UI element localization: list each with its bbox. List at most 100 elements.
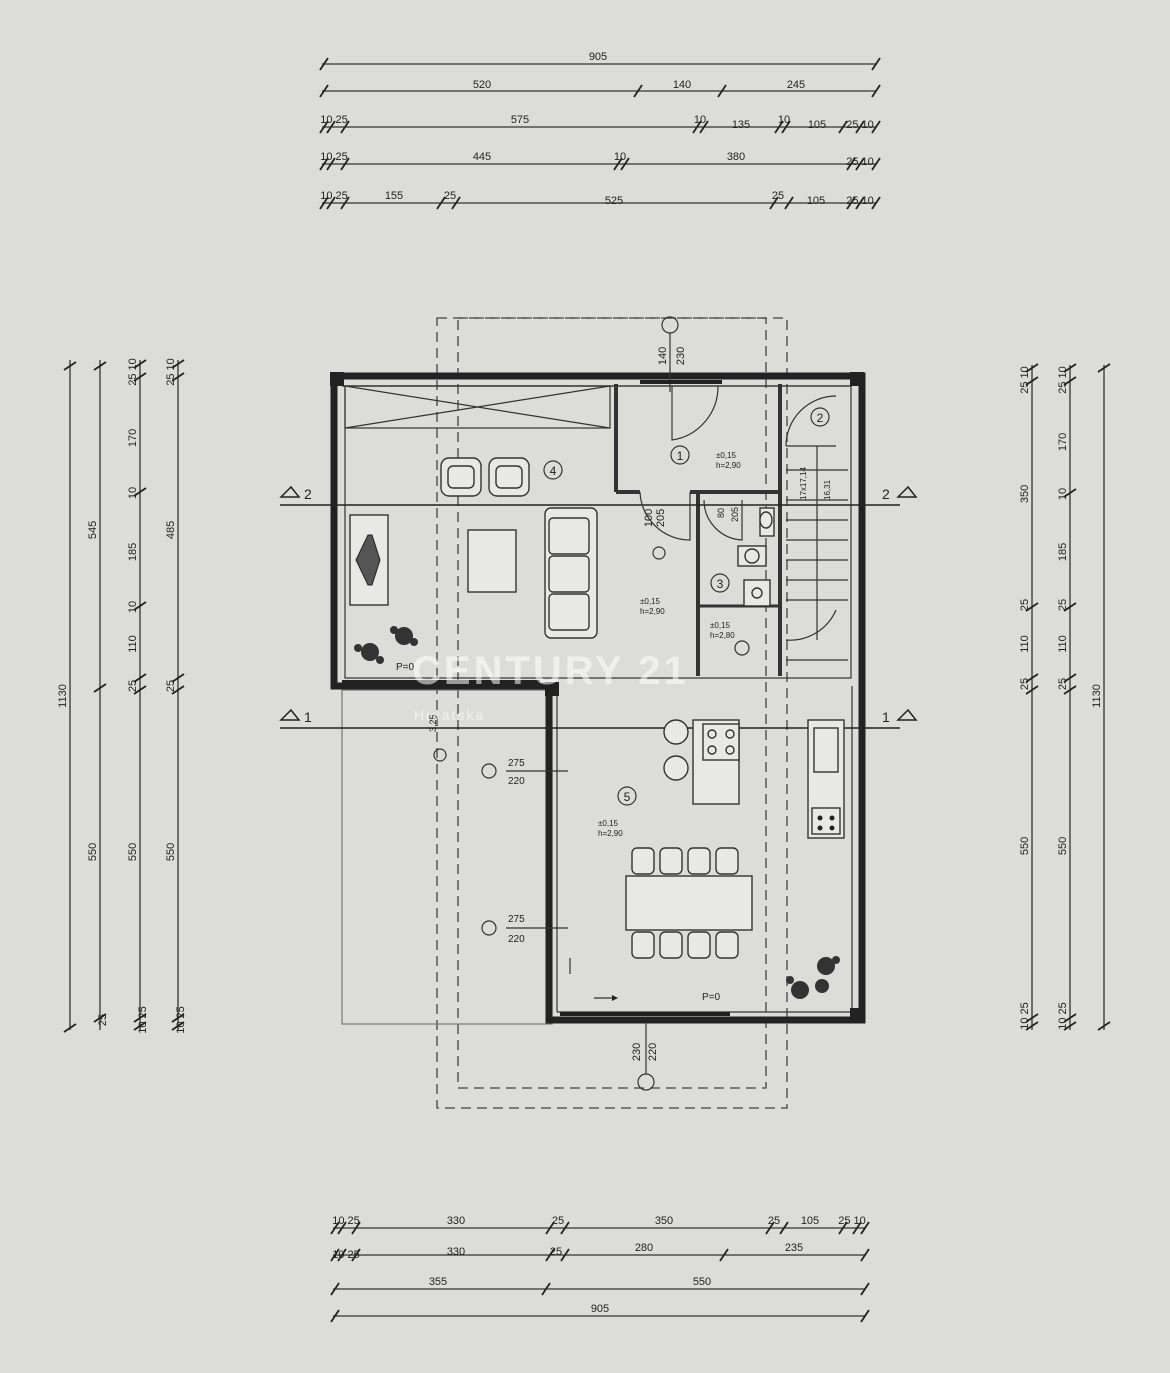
dim-left-3-6: 25 xyxy=(127,680,139,692)
dim-top-4-4: 25 10 xyxy=(846,156,874,168)
dim-left-3-7: 550 xyxy=(127,843,139,861)
dim-left-2-1: 550 xyxy=(87,843,99,861)
dim-bottom-2-0: 10 25 xyxy=(332,1249,360,1261)
dim-bottom-1-3: 350 xyxy=(655,1215,673,1227)
dim-right-2-0: 25 10 xyxy=(1057,366,1069,394)
dim-bottom-3-0: 355 xyxy=(429,1276,447,1288)
dim-right-2-6: 25 xyxy=(1057,678,1069,690)
dim-right-3-0: 1130 xyxy=(1091,684,1103,708)
dim-left-2-0: 545 xyxy=(87,521,99,539)
dim-top-3-6: 25 10 xyxy=(846,119,874,131)
dim-top-3-5: 105 xyxy=(808,119,826,131)
room-5-height: h=2,90 xyxy=(598,829,623,838)
dim-bottom-2-4: 235 xyxy=(785,1242,803,1254)
dim-right-1-6: 10 25 xyxy=(1019,1002,1031,1030)
dim-top-5-5: 105 xyxy=(807,195,825,207)
watermark-sub: Hrvatska xyxy=(414,707,485,723)
terrace-columns: 275 220 275 220 3,25 xyxy=(428,714,568,945)
col1-b: 220 xyxy=(508,776,525,787)
stairs-label-2: 16,31 xyxy=(823,479,832,500)
dim-top-4-0: 10 25 xyxy=(320,151,348,163)
p0-right-label: P=0 xyxy=(702,992,721,1003)
room-5-number: 5 xyxy=(624,790,631,804)
dim-right-1-1: 350 xyxy=(1019,485,1031,503)
dim-bottom-1-0: 10 25 xyxy=(332,1215,360,1227)
bottom-exit: 230 220 xyxy=(631,1022,659,1091)
bottom-dimensions: 10 25 330 25 350 25 105 25 10 10 25 330 … xyxy=(330,1215,870,1323)
dim-bottom-1-5: 105 xyxy=(801,1215,819,1227)
room-1-height: h=2,90 xyxy=(716,461,741,470)
watermark: CENTURY 21 Hrvatska xyxy=(412,649,689,723)
dim-right-2-5: 110 xyxy=(1057,635,1069,653)
dim-top-4-2: 10 xyxy=(614,151,626,163)
section-2-right-label: 2 xyxy=(882,486,890,502)
dim-left-3-2: 10 xyxy=(127,487,139,499)
dim-top-3-1: 575 xyxy=(511,114,529,126)
dim-top-4-1: 445 xyxy=(473,151,491,163)
dim-top-5-1: 155 xyxy=(385,190,403,202)
section-2-left-label: 2 xyxy=(304,486,312,502)
dim-left-3-3: 185 xyxy=(127,543,139,561)
room-4-height: h=2,90 xyxy=(640,607,665,616)
dim-bottom-1-2: 25 xyxy=(552,1215,564,1227)
dim-left-3-0: 25 10 xyxy=(127,358,139,386)
room-3-number: 3 xyxy=(717,577,724,591)
room-5-kitchen-dining: 5 ±0,15 h=2,90 P=0 xyxy=(569,719,845,1003)
dim-top-1-0: 905 xyxy=(589,51,607,63)
entry-width: 140 xyxy=(657,347,669,365)
dim-top-5-0: 10 25 xyxy=(320,190,348,202)
room-4-level: ±0,15 xyxy=(640,597,661,606)
dim-right-1-4: 25 xyxy=(1019,678,1031,690)
entry-height: 230 xyxy=(675,347,687,365)
room-2-stairs: 2 17x17,14 16,31 xyxy=(785,395,848,661)
dim-left-1-0: 1130 xyxy=(57,684,69,708)
dim-top-3-0: 10 25 xyxy=(320,114,348,126)
dim-right-1-3: 110 xyxy=(1019,635,1031,653)
room-5-level: ±0,15 xyxy=(598,819,619,828)
dim-left-4-4: 10 25 xyxy=(175,1006,187,1034)
left-dimensions: 1130 545 550 25 25 10 170 10 185 10 110 … xyxy=(57,358,187,1034)
dim-top-5-2: 25 xyxy=(444,190,456,202)
dim-top-4-3: 380 xyxy=(727,151,745,163)
room-4-number: 4 xyxy=(550,464,557,478)
top-dimensions: 905 520 140 245 10 25 575 10 135 10 105 … xyxy=(319,51,881,210)
dim-top-2-2: 245 xyxy=(787,79,805,91)
door1-width: 100 xyxy=(643,509,655,527)
room-4-living: 4 ±0,15 h=2,90 P=0 xyxy=(342,457,665,684)
dim-right-2-2: 10 xyxy=(1057,488,1069,500)
dim-left-4-1: 485 xyxy=(165,521,177,539)
dim-top-2-0: 520 xyxy=(473,79,491,91)
p0-left-label: P=0 xyxy=(396,662,415,673)
dim-right-2-8: 10 25 xyxy=(1057,1002,1069,1030)
dim-top-3-4: 10 xyxy=(778,114,790,126)
dim-top-3-2: 10 xyxy=(694,114,706,126)
dim-left-3-4: 10 xyxy=(127,601,139,613)
dim-left-4-3: 550 xyxy=(165,843,177,861)
room-2-number: 2 xyxy=(817,411,824,425)
dim-left-4-2: 25 xyxy=(165,680,177,692)
door1-height: 205 xyxy=(655,509,667,527)
dim-bottom-2-3: 280 xyxy=(635,1242,653,1254)
room-3-level: ±0,15 xyxy=(710,621,731,630)
col1-a: 275 xyxy=(508,758,525,769)
watermark-brand: CENTURY 21 xyxy=(412,649,689,693)
dim-left-3-5: 110 xyxy=(127,635,139,653)
room-1-level: ±0,15 xyxy=(716,451,737,460)
dim-bottom-4-0: 905 xyxy=(591,1303,609,1315)
door2-width: 80 xyxy=(716,508,726,518)
dim-top-2-1: 140 xyxy=(673,79,691,91)
col2-a: 275 xyxy=(508,914,525,925)
dim-left-3-1: 170 xyxy=(127,429,139,447)
dim-right-1-2: 25 xyxy=(1019,599,1031,611)
dim-left-4-0: 25 10 xyxy=(165,358,177,386)
door2-height: 205 xyxy=(730,507,740,522)
terrace-height: 3,25 xyxy=(428,714,438,732)
storage-cabinet xyxy=(344,385,611,429)
section-line-1: 1 1 xyxy=(279,708,918,729)
stairs-label: 17x17,14 xyxy=(799,467,808,500)
walls xyxy=(330,372,866,1024)
entry-door: 140 230 xyxy=(640,316,722,441)
room-1: 1 ±0,15 h=2,90 100 205 xyxy=(639,445,741,560)
dim-right-2-7: 550 xyxy=(1057,837,1069,855)
